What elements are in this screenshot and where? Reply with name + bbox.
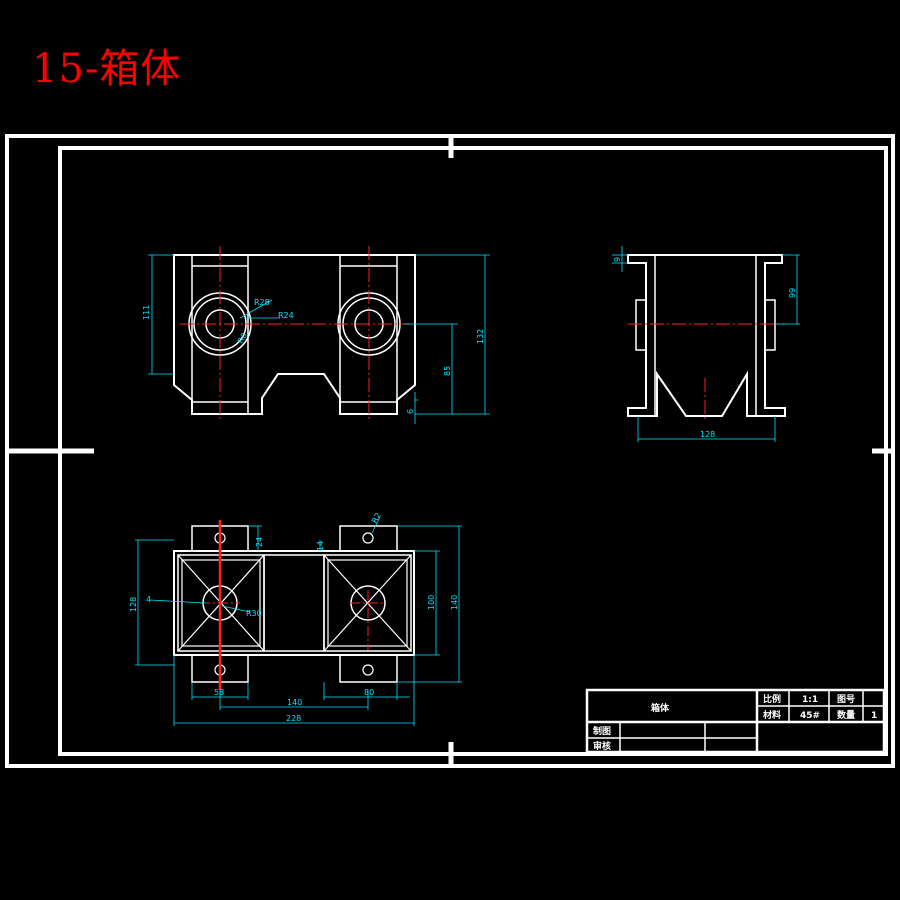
dim-front-85: 85 <box>443 366 452 376</box>
dim-top-24: 24 <box>255 537 264 547</box>
dim-top-140-horizontal: 140 <box>287 698 302 707</box>
drafted-by-label: 制图 <box>593 725 611 737</box>
front-view <box>173 246 416 420</box>
dim-front-111: 111 <box>142 305 151 320</box>
quantity-value: 1 <box>871 711 877 721</box>
part-name: 箱体 <box>651 702 670 714</box>
dim-top-r30: R30 <box>246 609 262 618</box>
material-label: 材料 <box>762 709 781 721</box>
dim-top-4: 4 <box>146 595 151 604</box>
dim-top-128: 128 <box>129 597 138 612</box>
drawing-number-label: 图号 <box>837 694 855 705</box>
dim-top-r2: R2 <box>370 511 383 525</box>
scale-value: 1:1 <box>802 695 818 705</box>
dim-side-99: 99 <box>788 288 797 298</box>
scale-label: 比例 <box>763 693 781 705</box>
dim-front-132: 132 <box>476 329 485 344</box>
dim-top-228: 228 <box>286 714 301 723</box>
material-value: 45# <box>800 711 820 721</box>
reviewed-by-label: 审核 <box>593 740 611 752</box>
title-block: 箱体 比例 1:1 图号 材料 45# 数量 1 制图 审核 <box>585 688 886 754</box>
dim-top-14: 14 <box>316 541 325 551</box>
dim-front-r28: R28 <box>254 298 270 307</box>
top-view-dimensions: 24 14 R2 128 4 R30 100 140 58 80 140 <box>129 511 462 726</box>
dim-top-58: 58 <box>214 688 224 697</box>
dim-top-140-vertical: 140 <box>450 595 459 610</box>
dim-front-6: 6 <box>406 409 415 414</box>
dim-side-128: 128 <box>700 430 715 439</box>
side-view <box>627 254 786 420</box>
dim-side-9: 9 <box>613 257 622 262</box>
side-view-dimensions: 9 99 128 <box>612 246 800 442</box>
dim-top-80: 80 <box>364 688 374 697</box>
top-view <box>173 520 415 690</box>
dim-front-r24: R24 <box>278 311 294 320</box>
dim-top-100: 100 <box>427 595 436 610</box>
drawing-title: 15-箱体 <box>32 46 182 92</box>
drawing-frame <box>5 134 895 768</box>
quantity-label: 数量 <box>837 709 855 721</box>
front-view-dimensions: 111 R28 R24 R0 85 132 6 <box>142 254 490 424</box>
